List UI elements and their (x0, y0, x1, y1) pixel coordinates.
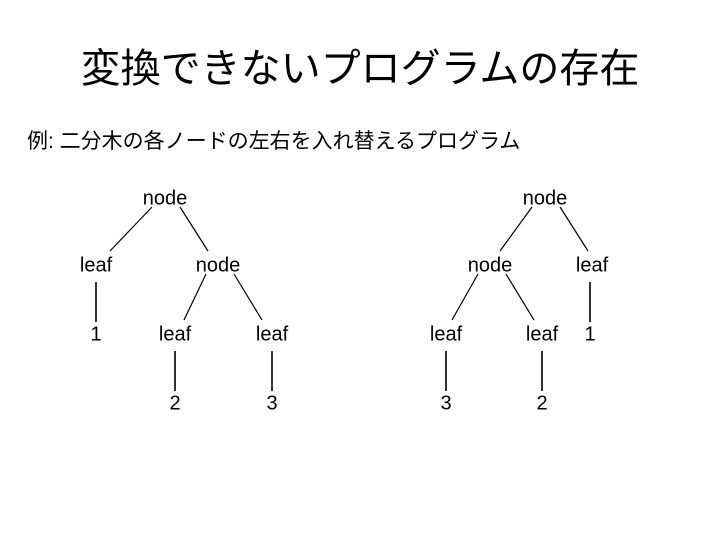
right-tree-leaf-label-c: leaf (526, 323, 559, 345)
edge-root-to-right-leaf (559, 206, 589, 252)
right-tree-value-2: 2 (536, 392, 547, 414)
right-tree-root-node-label: node (523, 187, 568, 209)
right-tree-leaf-label-b: leaf (430, 323, 463, 345)
right-tree-value-1: 1 (584, 323, 595, 345)
right-tree-leaf-label-a: leaf (576, 254, 609, 276)
left-tree: node leaf node 1 leaf leaf 2 3 (80, 187, 289, 414)
right-tree-value-3: 3 (440, 392, 451, 414)
left-tree-leaf-label-a: leaf (80, 254, 113, 276)
edge-node-to-right-leaf-right (505, 273, 535, 321)
left-tree-root-node-label: node (143, 187, 188, 209)
right-tree: node node leaf leaf leaf 1 3 2 (430, 187, 609, 414)
edge-node-to-right-leaf (233, 273, 263, 321)
left-tree-value-2: 2 (169, 392, 180, 414)
slide-subtitle: 例: 二分木の各ノードの左右を入れ替えるプログラム (27, 130, 521, 153)
left-tree-inner-node-label: node (196, 254, 241, 276)
edge-root-to-left-node (499, 206, 533, 252)
edge-root-to-left-leaf (109, 206, 153, 252)
left-tree-value-1: 1 (90, 323, 101, 345)
edge-node-to-left-leaf-right (451, 273, 479, 321)
left-tree-leaf-label-b: leaf (159, 323, 192, 345)
tree-transformation-diagram: node leaf node 1 leaf leaf 2 3 node node… (80, 187, 609, 414)
left-tree-value-3: 3 (266, 392, 277, 414)
edge-root-to-right-node (179, 206, 209, 252)
right-tree-inner-node-label: node (468, 254, 513, 276)
left-tree-leaf-label-c: leaf (256, 323, 289, 345)
page-title: 変換できないプログラムの存在 (80, 47, 640, 91)
edge-node-to-left-leaf (183, 273, 207, 321)
